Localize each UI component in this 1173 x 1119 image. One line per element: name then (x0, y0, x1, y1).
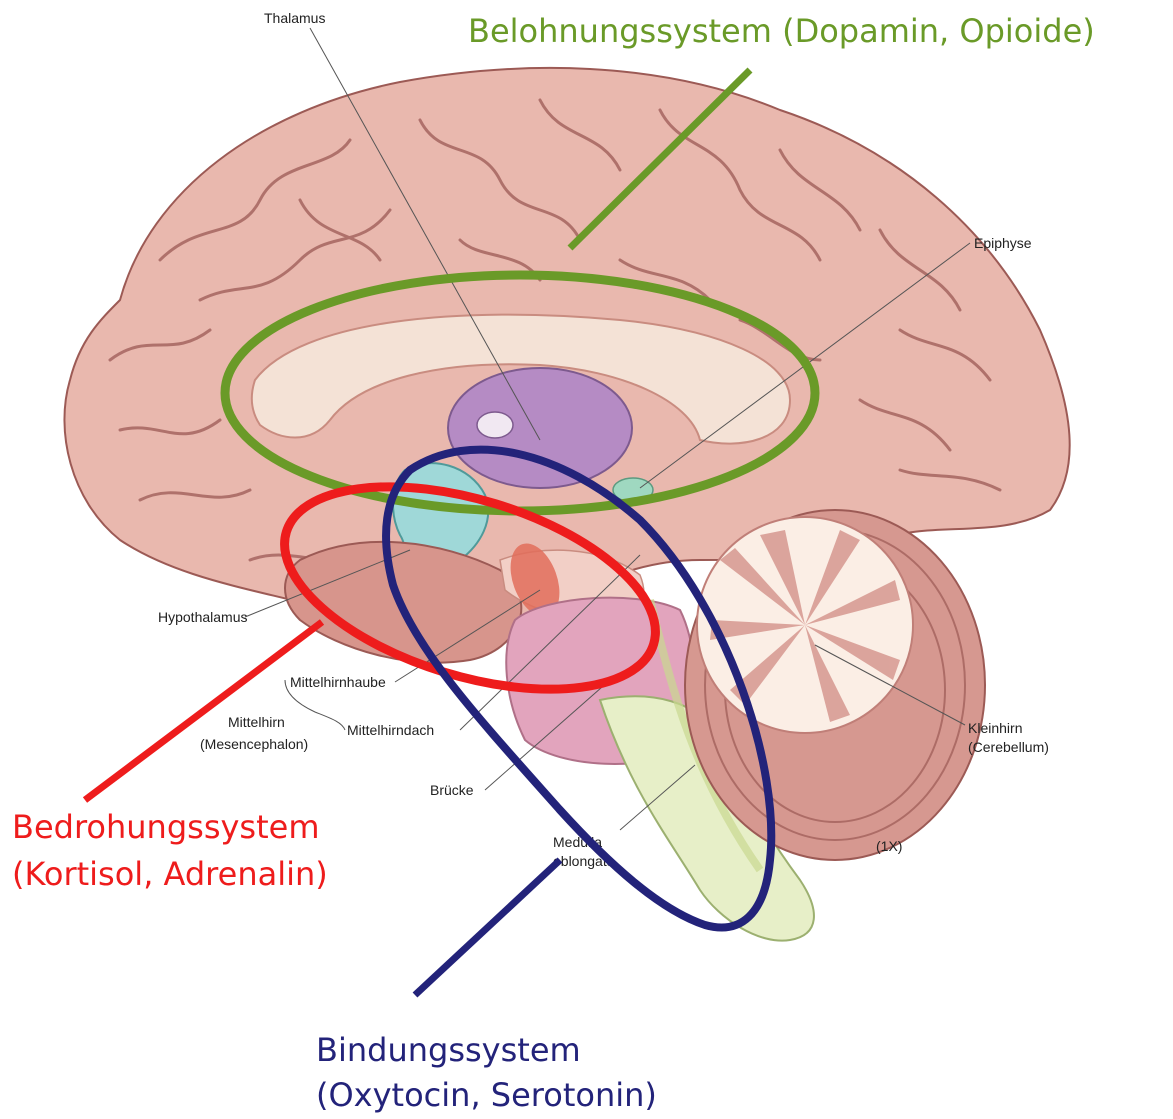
label-cerebellum: (Cerebellum) (968, 739, 1049, 755)
label-hypothalamus: Hypothalamus (158, 609, 248, 625)
bonding-pointer (415, 860, 560, 995)
label-bruecke: Brücke (430, 782, 474, 798)
label-kleinhirn: Kleinhirn (968, 720, 1022, 736)
threat-system-label-1: Bedrohungssystem (12, 808, 320, 846)
label-epiphyse: Epiphyse (974, 235, 1032, 251)
label-mittelhirn: Mittelhirn (228, 714, 285, 730)
reward-system-label: Belohnungssystem (Dopamin, Opioide) (468, 12, 1095, 50)
label-scale: (1X) (876, 838, 902, 854)
threat-system-label-2: (Kortisol, Adrenalin) (12, 855, 328, 893)
thalamus-region (448, 368, 632, 488)
bonding-system-label-1: Bindungssystem (316, 1031, 581, 1069)
label-mesencephalon: (Mesencephalon) (200, 736, 308, 752)
label-mittelhirnhaube: Mittelhirnhaube (290, 674, 386, 690)
label-mittelhirndach: Mittelhirndach (347, 722, 434, 738)
threat-pointer (85, 622, 322, 800)
bonding-system-label-2: (Oxytocin, Serotonin) (316, 1076, 657, 1114)
label-thalamus: Thalamus (264, 10, 325, 26)
